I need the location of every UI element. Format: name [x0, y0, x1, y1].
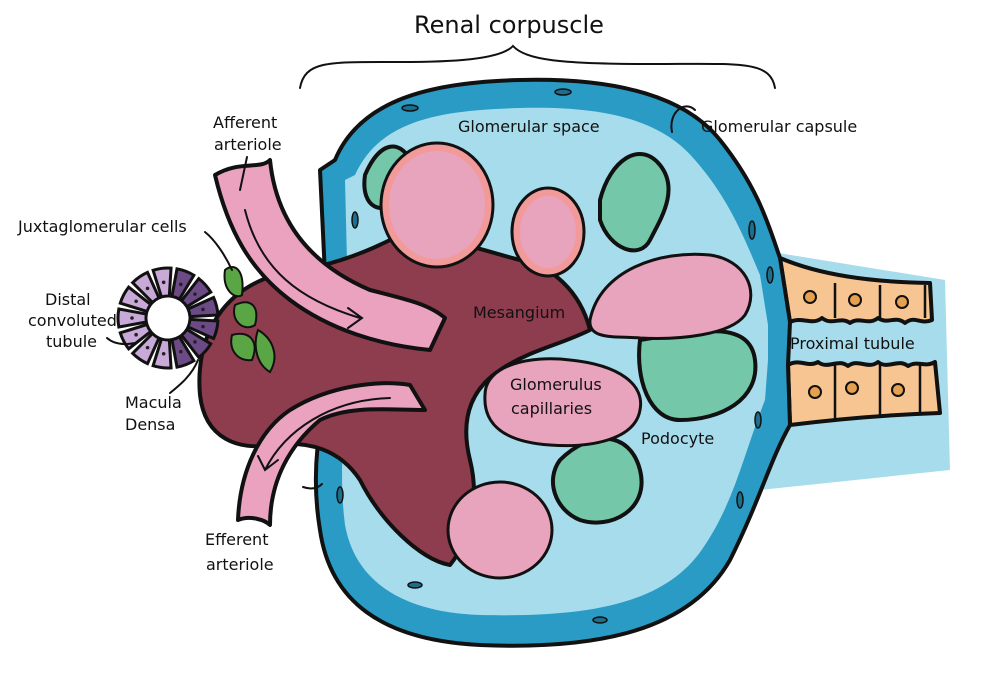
label-distal-2: convoluted [28, 311, 117, 330]
label-renal-corpuscle: Renal corpuscle [414, 11, 604, 39]
efferent-flow-arrow [257, 397, 391, 472]
proximal-cell-nucleus [891, 383, 905, 397]
podocytes [362, 144, 758, 525]
afferent-flow-arrow [244, 209, 364, 329]
macula-densa-cell [170, 267, 196, 302]
label-glomerular-capsule: Glomerular capsule [701, 117, 857, 136]
proximal-tubule [760, 250, 950, 490]
macula-densa-cell [179, 327, 213, 360]
macula-densa-cell [186, 317, 220, 341]
afferent-arteriole [213, 158, 447, 352]
macula-densa-cell [186, 295, 220, 319]
cell-nucleus [161, 351, 166, 356]
distal-convoluted-tubule [116, 266, 220, 370]
capillary-bottom [446, 480, 554, 580]
juxtaglomerular-cells [223, 266, 276, 374]
capillary-center [483, 357, 643, 448]
label-glomerulus-1: Glomerulus [510, 375, 602, 394]
dct-cell [130, 331, 161, 366]
cell-nucleus [201, 324, 205, 329]
proximal-cell-nucleus [808, 385, 822, 399]
cell-nucleus [178, 349, 183, 354]
label-afferent-2: arteriole [214, 135, 282, 154]
cell-nucleus [161, 280, 166, 285]
label-efferent-1: Efferent [205, 530, 268, 549]
capillary-top-left [381, 143, 493, 267]
proximal-cell-nucleus [848, 293, 862, 307]
label-efferent-2: arteriole [206, 555, 274, 574]
dct-cell [130, 270, 161, 305]
label-macula-1: Macula [125, 393, 182, 412]
proximal-tubule-upper-cells [778, 256, 934, 325]
efferent-arteriole [236, 381, 427, 527]
proximal-cell-nucleus [895, 295, 909, 309]
macula-densa-cell [170, 334, 196, 369]
proximal-tubule-lower-cells [786, 360, 942, 427]
cell-nucleus [134, 332, 138, 337]
label-proximal-tubule: Proximal tubule [790, 334, 915, 353]
proximal-cell-nucleus [845, 381, 859, 395]
cell-nucleus [178, 282, 183, 287]
glomerular-capillaries [379, 141, 753, 580]
proximal-cell-nucleus [803, 290, 817, 304]
cell-nucleus [193, 340, 197, 344]
cell-nucleus [145, 286, 150, 291]
label-distal-3: tubule [46, 332, 97, 351]
macula-densa-cell [179, 276, 213, 309]
podocyte-process-upper-right [598, 152, 671, 253]
label-podocyte: Podocyte [641, 429, 714, 448]
cell-nucleus [134, 299, 138, 304]
label-glomerulus-2: capillaries [511, 399, 592, 418]
cell-nucleus [201, 307, 205, 312]
cell-nucleus [145, 345, 150, 350]
label-afferent-1: Afferent [213, 113, 277, 132]
dct-cell [118, 285, 153, 314]
label-pointers [106, 105, 696, 490]
capillary-right [588, 252, 753, 340]
label-macula-2: Densa [125, 415, 175, 434]
dct-cell [118, 322, 153, 351]
label-juxtaglomerular: Juxtaglomerular cells [17, 217, 187, 236]
cell-nucleus [130, 316, 134, 320]
label-mesangium: Mesangium [473, 303, 565, 322]
cell-nucleus [193, 292, 197, 296]
label-glomerular-space: Glomerular space [458, 117, 600, 136]
capsule-cell-nuclei [336, 88, 774, 624]
capillary-top-middle [512, 188, 584, 276]
renal-corpuscle-brace [299, 44, 776, 89]
label-distal-1: Distal [45, 290, 91, 309]
